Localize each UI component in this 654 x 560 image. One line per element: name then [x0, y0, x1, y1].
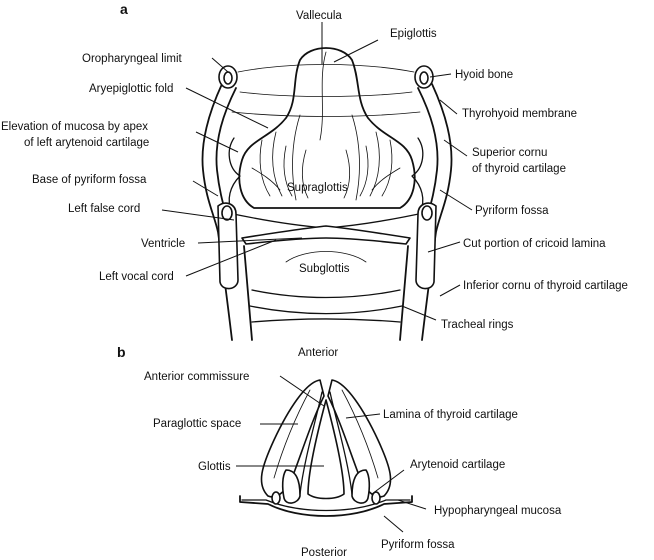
label-glottis: Glottis	[198, 461, 231, 473]
label-lamina-thyroid: Lamina of thyroid cartilage	[383, 409, 518, 421]
mucosa-fold-lines	[251, 131, 401, 199]
label-elevation-line1: Elevation of mucosa by apex	[1, 121, 148, 133]
panel-b-labels: b Anterior Anterior commissure Paraglott…	[117, 344, 562, 559]
label-aryepiglottic-fold: Aryepiglottic fold	[89, 83, 173, 95]
label-paraglottic-space: Paraglottic space	[153, 418, 241, 430]
panel-a-leader-lines	[161, 22, 473, 321]
panel-b-leader-lines	[236, 375, 427, 533]
panel-a-drawing	[201, 47, 453, 341]
label-elevation-line2: of left arytenoid cartilage	[24, 137, 149, 149]
label-base-pyriform-fossa: Base of pyriform fossa	[32, 174, 147, 186]
label-left-false-cord: Left false cord	[68, 203, 140, 215]
label-anterior: Anterior	[298, 347, 338, 359]
label-vallecula: Vallecula	[296, 10, 342, 22]
label-thyrohyoid-membrane: Thyrohyoid membrane	[462, 108, 577, 120]
label-anterior-commissure: Anterior commissure	[144, 371, 249, 383]
label-subglottis: Subglottis	[299, 263, 350, 275]
label-superior-cornu-line1: Superior cornu	[472, 147, 547, 159]
left-arytenoid	[281, 469, 301, 504]
label-posterior: Posterior	[301, 547, 347, 559]
hypopharyngeal-mucosa-outline	[239, 495, 413, 517]
right-cricoid-lamina	[415, 202, 437, 290]
left-vocal-fold	[299, 391, 323, 495]
label-oropharyngeal-limit: Oropharyngeal limit	[82, 53, 183, 65]
label-hypopharyngeal-mucosa: Hypopharyngeal mucosa	[434, 505, 562, 517]
panel-b-drawing	[239, 379, 413, 517]
tracheal-ring-2	[249, 305, 403, 315]
label-cricoid-lamina: Cut portion of cricoid lamina	[463, 238, 606, 250]
label-tracheal-rings: Tracheal rings	[441, 319, 514, 331]
label-hyoid-bone: Hyoid bone	[455, 69, 513, 81]
epiglottis-shape	[238, 47, 416, 209]
label-superior-cornu-line2: of thyroid cartilage	[472, 163, 566, 175]
ventricle-slit	[241, 225, 411, 245]
label-inferior-cornu: Inferior cornu of thyroid cartilage	[463, 280, 628, 292]
label-pyriform-fossa-a: Pyriform fossa	[475, 205, 549, 217]
label-arytenoid: Arytenoid cartilage	[410, 459, 505, 471]
label-left-vocal-cord: Left vocal cord	[99, 271, 174, 283]
left-cricoid-lamina	[217, 202, 239, 290]
label-supraglottis: Supraglottis	[287, 182, 348, 194]
label-ventricle: Ventricle	[141, 238, 185, 250]
glottis-opening	[307, 399, 345, 500]
label-epiglottis: Epiglottis	[390, 28, 437, 40]
label-pyriform-fossa-b: Pyriform fossa	[381, 539, 455, 551]
panel-a-labels: a Vallecula Epiglottis Oropharyngeal lim…	[1, 1, 628, 331]
panel-b-label: b	[117, 344, 126, 360]
tracheal-ring-1	[251, 289, 401, 299]
right-vocal-fold	[329, 391, 353, 495]
right-arytenoid	[351, 469, 371, 504]
panel-a-label: a	[120, 1, 128, 17]
